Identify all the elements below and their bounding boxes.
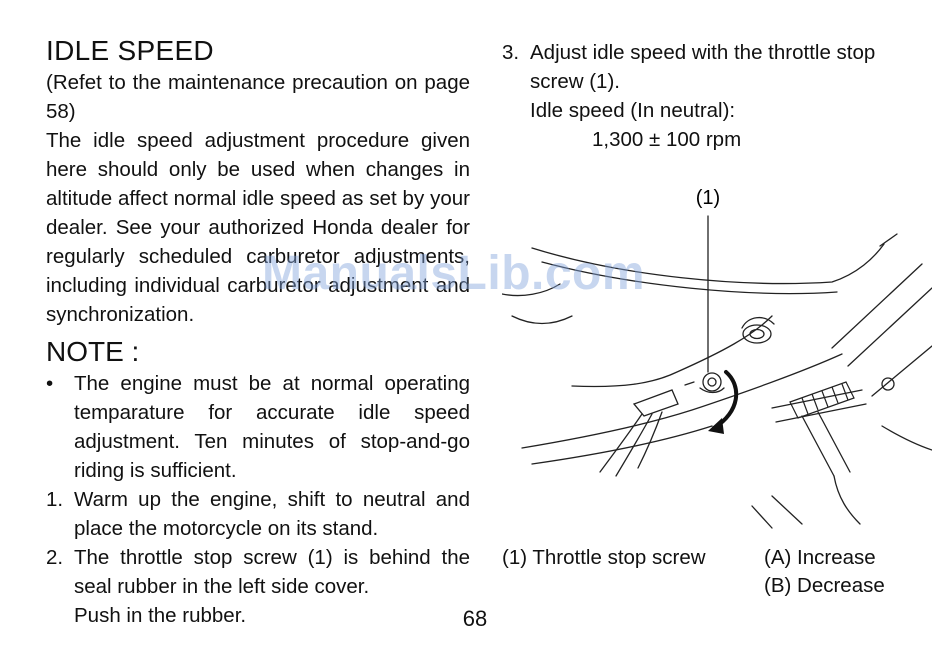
step-item-continuation: Push in the rubber.	[46, 601, 470, 630]
step-marker: 1.	[46, 488, 64, 511]
step-item: 1. Warm up the engine, shift to neutral …	[46, 485, 470, 543]
note-title: NOTE :	[46, 336, 140, 367]
spec-value: 1,300 ± 100 rpm	[592, 128, 742, 151]
step-marker: 2.	[46, 546, 64, 569]
caption-decrease: (B) Decrease	[764, 574, 885, 597]
right-column: 3. Adjust idle speed with the throttle s…	[502, 38, 932, 154]
note-item-text: The engine must be at normal operating t…	[74, 372, 470, 482]
step-item: 2. The throttle stop screw (1) is behind…	[46, 543, 470, 601]
figure-callout-label: (1)	[696, 187, 720, 209]
note-item: • The engine must be at normal operating…	[46, 369, 470, 485]
left-column: IDLE SPEED (Refet to the maintenance pre…	[46, 34, 470, 630]
step-item: 3. Adjust idle speed with the throttle s…	[502, 38, 932, 154]
caption-increase: (A) Increase	[764, 546, 876, 569]
step-item-text: Push in the rubber.	[74, 604, 247, 627]
step-item-text: The throttle stop screw (1) is behind th…	[74, 546, 470, 598]
step-item-text: Adjust idle speed with the throttle stop…	[530, 41, 876, 93]
step-marker: 3.	[502, 41, 520, 64]
illustration-drawing: (1)	[502, 187, 932, 529]
bullet-marker: •	[46, 372, 54, 395]
step-item-text: Warm up the engine, shift to neutral and…	[74, 488, 470, 540]
caption-throttle-stop-screw: (1) Throttle stop screw	[502, 546, 706, 569]
section-title: IDLE SPEED	[46, 35, 214, 66]
spec-label: Idle speed (In neutral):	[530, 99, 736, 122]
intro-paragraph: The idle speed adjustment procedure give…	[46, 129, 470, 326]
intro-reference: (Refet to the maintenance precaution on …	[46, 71, 470, 123]
page-number: 68	[462, 606, 488, 631]
note-list: • The engine must be at normal operating…	[46, 369, 470, 630]
throttle-screw-illustration: (1)	[502, 176, 932, 532]
